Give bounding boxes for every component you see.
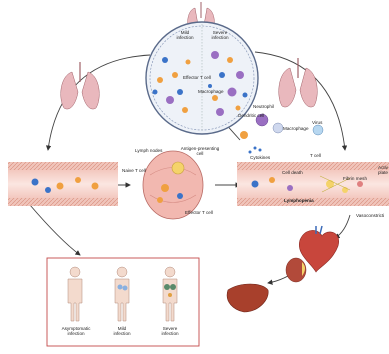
- liver-icon: [227, 284, 268, 312]
- label-macrophage-alveolus: Macrophage: [198, 89, 224, 94]
- label-asymptomatic-infection: Asymptomatic infection: [55, 326, 97, 336]
- label-naive-t-cell: Naive T cell: [122, 168, 146, 173]
- label-lymphopenia: Lymphopenia: [284, 198, 314, 203]
- arrow-vessel-to-heart: [335, 215, 350, 238]
- label-effector-t-cell-node: Effector T cell: [185, 210, 213, 215]
- lung-icon-right: [279, 58, 318, 107]
- label-severe-infection: Severe infection: [203, 30, 237, 40]
- blood-vessel-left: [8, 162, 118, 206]
- label-severe-infection-outcome: Severe infection: [150, 326, 190, 336]
- label-mild-infection: Mild infection: [168, 30, 202, 40]
- arrow-vessel-to-outcomes: [30, 205, 80, 255]
- immune-cells: [240, 114, 323, 154]
- body-asymptomatic: [68, 267, 82, 321]
- label-activated-platelets: Activ plate: [378, 165, 388, 175]
- lymph-node: [143, 151, 203, 219]
- label-cell-death: Cell death: [282, 170, 303, 175]
- kidney-icon: [286, 258, 306, 282]
- label-t-cell: T cell: [310, 153, 321, 158]
- label-cytokines: Cytokines: [250, 155, 270, 160]
- lung-icon-left: [61, 62, 100, 109]
- label-virus: Virus: [312, 120, 322, 125]
- label-dendritic-cell: Dendritic cell: [238, 113, 264, 118]
- label-lymph-nodes: Lymph nodes: [135, 148, 162, 153]
- label-neutrophil: Neutrophil: [253, 104, 274, 109]
- body-mild: [115, 267, 129, 321]
- body-severe: [163, 267, 177, 321]
- label-effector-t-cell-alveolus: Effector T cell: [183, 75, 211, 80]
- arrow-alveolus-to-right-vessel: [255, 52, 345, 150]
- label-vasoconstriction: Vasoconstricti: [356, 213, 384, 218]
- label-macrophage-immune: Macrophage: [283, 126, 309, 131]
- label-fibrin-mesh: Fibrin mesh: [343, 176, 367, 181]
- label-mild-infection-outcome: Mild infection: [102, 326, 142, 336]
- label-antigen-presenting-cell: Antigen-presenting cell: [178, 146, 222, 156]
